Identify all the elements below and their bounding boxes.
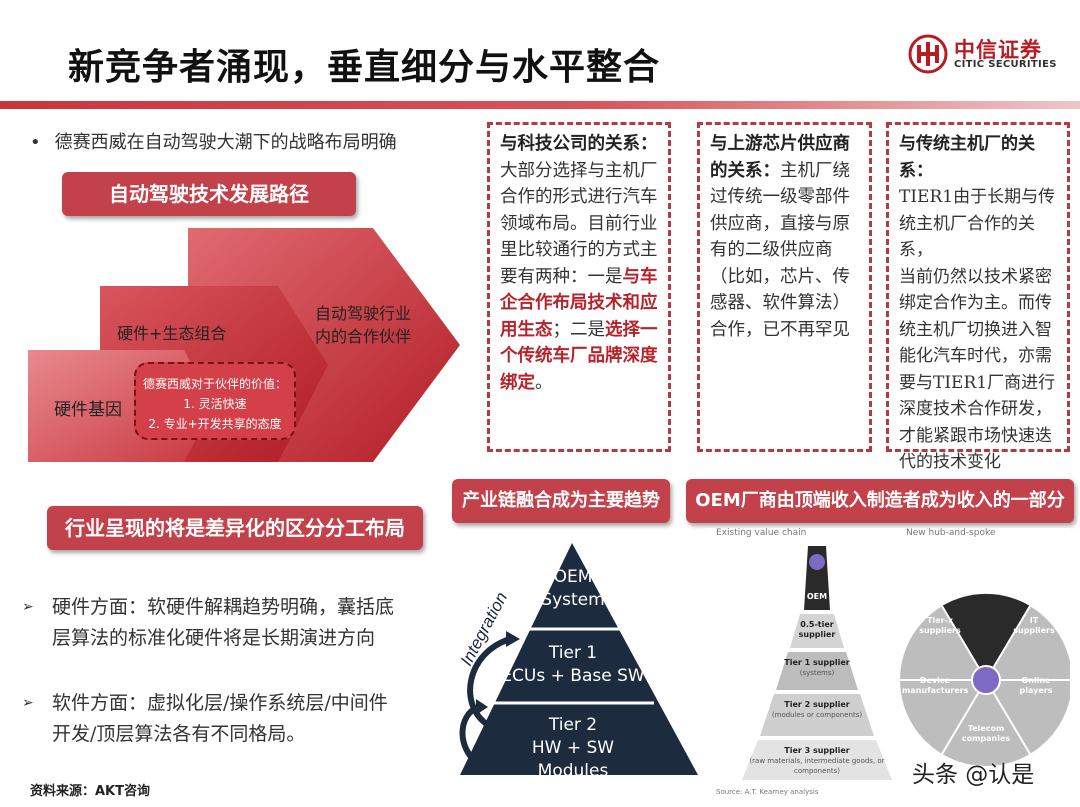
hub-center	[971, 665, 1001, 695]
partner-stage-label: 自动驾驶行业 内的合作伙伴	[315, 304, 412, 346]
intro-bullet-text: 德赛西威在自动驾驶大潮下的战略布局明确	[54, 132, 397, 153]
watermark: 头条 @认是	[912, 762, 1035, 788]
trend-label: 产业链融合成为主要趋势	[452, 479, 670, 523]
value-chain-figure: Existing value chain New hub-and-spoke O…	[706, 528, 1070, 800]
tech-box-heading: 与科技公司的关系：	[500, 134, 658, 154]
page-title: 新竞争者涌现，垂直细分与水平整合	[68, 47, 661, 88]
hub-oem-segment	[942, 593, 1030, 680]
division-label: 行业呈现的将是差异化的区分分工布局	[47, 506, 423, 550]
pyramid-tier1: Tier 1 ECUs + Base SW	[501, 643, 645, 686]
oem-box-heading: 与传统主机厂的关系：	[899, 134, 1035, 181]
hub-oem-label: OEM	[975, 584, 997, 593]
arrow-bullet-icon: ➢	[22, 599, 34, 615]
pyramid-oem-system: OEM System	[541, 567, 605, 610]
oem-revenue-label: OEM厂商由顶端收入制造者成为收入的一部分	[686, 479, 1074, 523]
chain-tier2-label: Tier 2 supplier(modules or components)	[771, 700, 863, 719]
value-chain-source: Source: A.T. Kearney analysis	[716, 788, 819, 796]
chain-tier1	[776, 652, 858, 690]
arrow-bullet-icon: ➢	[22, 695, 34, 711]
integration-arrow-icon	[467, 636, 512, 728]
logo-english-name: CITIC SECURITIES	[954, 59, 1057, 70]
intro-bullet: • 德赛西威在自动驾驶大潮下的战略布局明确	[30, 128, 397, 154]
partner-value-title: 德赛西威对于伙伴的价值：	[142, 377, 287, 391]
path-label: 自动驾驶技术发展路径	[62, 172, 356, 216]
pyramid-tier2: Tier 2 HW + SW Modules	[531, 715, 615, 781]
integration-arrow-2-icon	[459, 704, 482, 768]
header-divider	[0, 101, 1080, 109]
partner-value-item-1: 1. 灵活快速	[183, 397, 247, 411]
tech-company-relation-box: 与科技公司的关系： 大部分选择与主机厂 合作的形式进行汽车 领域布局。目前行业 …	[487, 122, 671, 452]
software-point: ➢ 软件方面：虚拟化层/操作系统层/中间件开发/顶层算法各有不同格局。	[22, 688, 432, 750]
chain-tier3	[742, 740, 892, 780]
citic-logo-icon	[908, 34, 948, 74]
source-note: 资料来源：AKT咨询	[30, 784, 151, 799]
citic-logo: 中信证券 CITIC SECURITIES	[908, 34, 1058, 74]
chain-oem-label: OEM	[806, 592, 828, 601]
oem-relation-box: 与传统主机厂的关系： TIER1由于长期与传 统主机厂合作的关系， 当前仍然以技…	[886, 122, 1070, 472]
chain-half-tier	[790, 614, 844, 648]
hardware-stage-label: 硬件基因	[54, 400, 122, 420]
hub-spoke-caption: New hub-and-spoke	[906, 528, 996, 538]
ecosystem-stage-label: 硬件+生态组合	[117, 324, 227, 343]
bullet-dot-icon: •	[30, 132, 41, 153]
chain-tier1-label: Tier 1 supplier(systems)	[784, 658, 850, 677]
chain-tier2	[760, 694, 874, 736]
value-chain-graphic	[742, 546, 1070, 780]
chain-tier3-label: Tier 3 supplier(raw materials, intermedi…	[749, 746, 885, 775]
existing-chain-caption: Existing value chain	[716, 528, 807, 538]
chip-supplier-relation-box: 与上游芯片供应商 的关系：主机厂绕 过传统一级零部件 供应商，直接与原 有的二级…	[697, 122, 872, 452]
logo-chinese-name: 中信证券	[954, 38, 1042, 62]
pyramid-shape	[460, 543, 698, 775]
partner-value-callout: 德赛西威对于伙伴的价值： 1. 灵活快速 2. 专业+开发共享的态度	[134, 362, 296, 440]
partner-value-item-2: 2. 专业+开发共享的态度	[148, 417, 282, 431]
chip-box-heading: 与上游芯片供应商	[710, 134, 850, 154]
hardware-point: ➢ 硬件方面：软硬件解耦趋势明确，囊括底层算法的标准化硬件将是长期演进方向	[22, 592, 432, 654]
integration-pyramid: Integration	[457, 543, 698, 775]
